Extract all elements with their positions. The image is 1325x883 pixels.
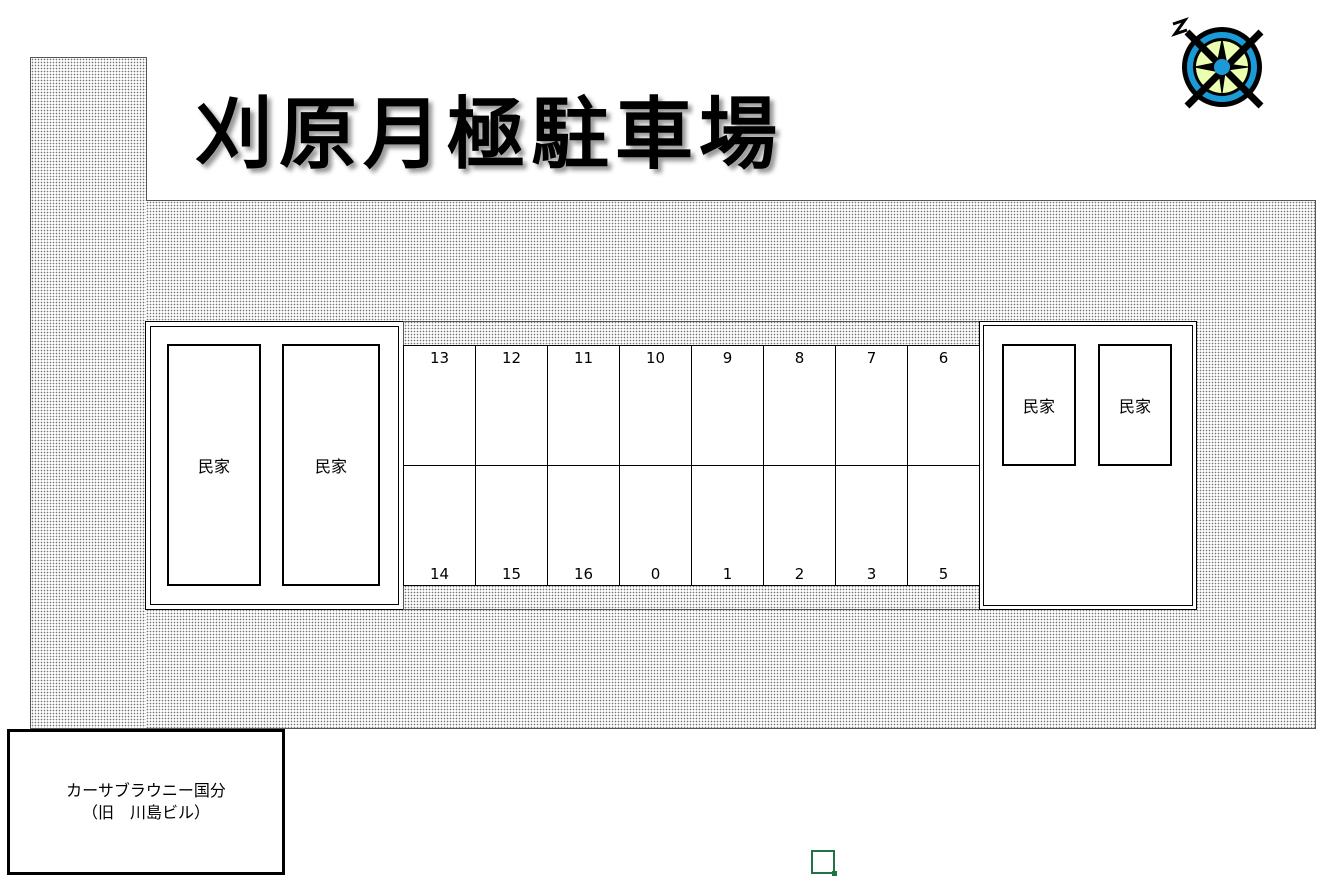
parking-space: 8 [763, 345, 836, 466]
parking-space: 1 [691, 465, 764, 586]
compass-icon [1171, 17, 1264, 109]
parking-space: 16 [547, 465, 620, 586]
building-former-name: （旧 川島ビル） [81, 803, 210, 822]
house: 民家 [1098, 344, 1172, 466]
cell-selection-handle[interactable] [811, 850, 835, 874]
parking-space: 0 [619, 465, 692, 586]
house: 民家 [282, 344, 380, 586]
parking-space: 2 [763, 465, 836, 586]
house: 民家 [1002, 344, 1076, 466]
building-name: カーサブラウニー国分 [66, 781, 226, 800]
lot-area-left [30, 57, 147, 729]
parking-space: 7 [835, 345, 908, 466]
parking-space: 3 [835, 465, 908, 586]
house: 民家 [167, 344, 261, 586]
page-title: 刈原月極駐車場 [195, 90, 784, 180]
neighbor-building: カーサブラウニー国分 （旧 川島ビル） [7, 729, 285, 875]
parking-space: 13 [403, 345, 476, 466]
fill-handle[interactable] [832, 871, 837, 876]
parking-space: 10 [619, 345, 692, 466]
lot-edge [146, 57, 147, 201]
parking-space: 11 [547, 345, 620, 466]
parking-space: 6 [907, 345, 980, 466]
parking-space: 5 [907, 465, 980, 586]
parking-space: 14 [403, 465, 476, 586]
parking-space: 12 [475, 345, 548, 466]
parking-space: 15 [475, 465, 548, 586]
parking-space: 9 [691, 345, 764, 466]
